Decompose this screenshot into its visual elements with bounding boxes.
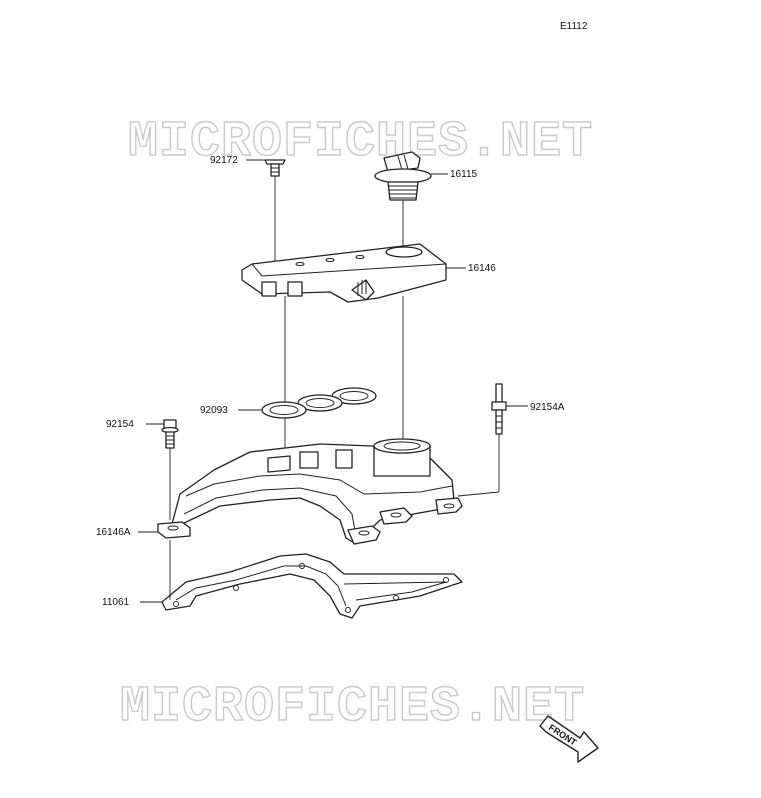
oil-filler-cap-16115[interactable] — [374, 151, 432, 201]
seal-gaskets-92093[interactable] — [261, 387, 377, 419]
screw-92172[interactable] — [264, 159, 286, 177]
watermark-top: MICROFICHES.NET — [128, 114, 593, 171]
callout-16115[interactable]: 16115 — [450, 169, 478, 180]
bolt-92154[interactable] — [161, 419, 179, 449]
callout-16146[interactable]: 16146 — [468, 263, 496, 274]
gasket-11061[interactable] — [161, 553, 463, 619]
head-cover-16146A[interactable] — [157, 438, 463, 545]
cover-16146[interactable] — [241, 243, 447, 303]
watermark-bottom: MICROFICHES.NET — [120, 679, 585, 736]
stud-bolt-92154A[interactable] — [491, 383, 507, 435]
callout-92172[interactable]: 92172 — [210, 155, 238, 166]
callout-92154A[interactable]: 92154A — [530, 402, 565, 413]
diagram-code: E1112 — [560, 21, 588, 32]
callout-92093[interactable]: 92093 — [200, 405, 228, 416]
callout-11061[interactable]: 11061 — [102, 597, 130, 608]
callout-92154[interactable]: 92154 — [106, 419, 134, 430]
callout-16146A[interactable]: 16146A — [96, 527, 131, 538]
